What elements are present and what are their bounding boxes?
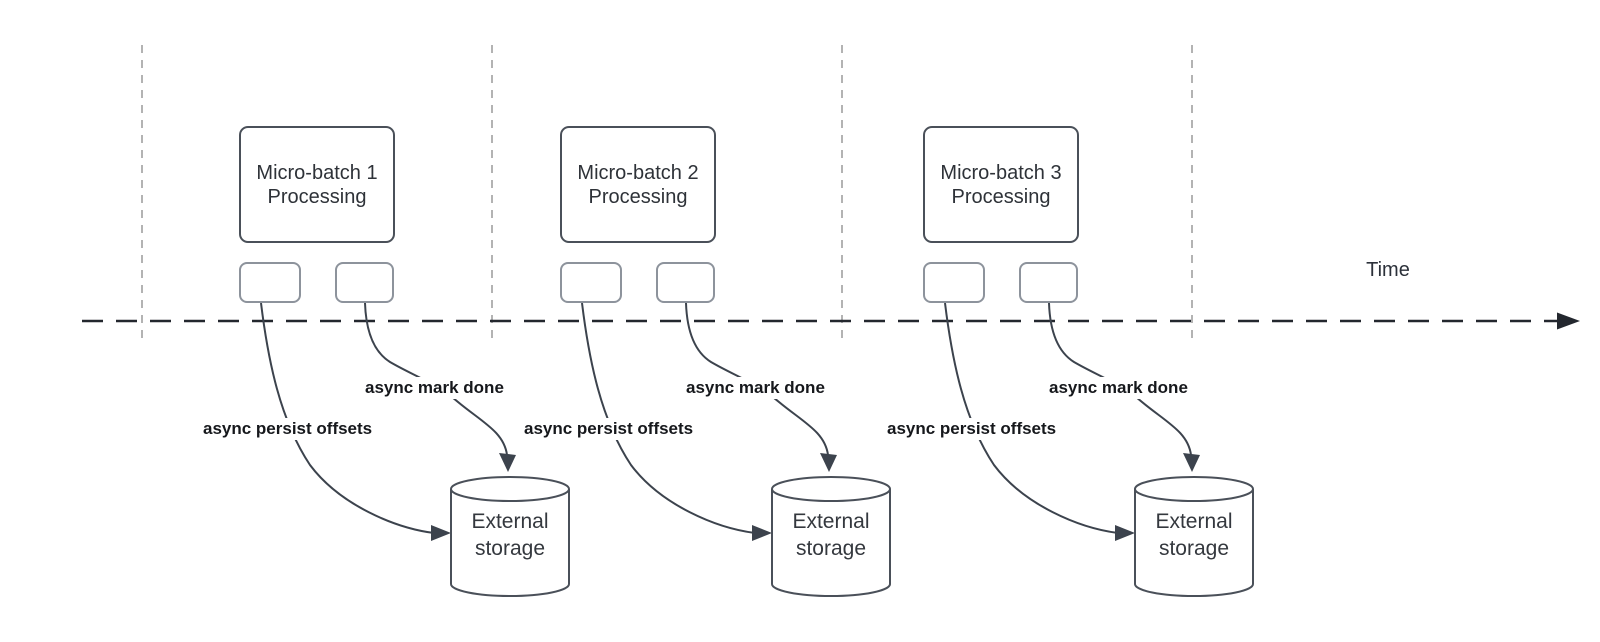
mark-done-arrowhead	[1183, 453, 1200, 472]
storage-cylinder-top	[771, 476, 891, 502]
storage-cylinder-top	[1134, 476, 1254, 502]
external-storage-label: External storage	[471, 510, 549, 560]
persist-offsets-label: async persist offsets	[200, 418, 376, 440]
batch1-flow-graphics	[260, 302, 570, 597]
mark-done-label: async mark done	[1046, 377, 1191, 399]
storage-cylinder-body	[771, 489, 891, 597]
micro-batch-2-processing-label: Micro-batch 2 Processing	[577, 161, 699, 208]
micro-batch-1-processing-box: Micro-batch 1 Processing	[239, 126, 395, 243]
external-storage-label: External storage	[1155, 510, 1233, 560]
storage-cylinder-body	[1134, 489, 1254, 597]
mark-done-arrowhead	[820, 453, 837, 472]
micro-batch-2-processing-box: Micro-batch 2 Processing	[560, 126, 716, 243]
persist-offsets-arrowhead	[1115, 525, 1135, 541]
micro-batch-3-processing-box: Micro-batch 3 Processing	[923, 126, 1079, 243]
mark-done-label: async mark done	[683, 377, 828, 399]
timeline-dividers	[141, 45, 1193, 340]
micro-batch-3-processing-label: Micro-batch 3 Processing	[940, 161, 1062, 208]
persist-offsets-arrowhead	[431, 525, 451, 541]
persist-offsets-task-box	[239, 262, 301, 303]
persist-offsets-task-box	[560, 262, 622, 303]
persist-offsets-label: async persist offsets	[884, 418, 1060, 440]
persist-offsets-task-box	[923, 262, 985, 303]
persist-offsets-curve	[944, 302, 1119, 534]
persist-offsets-curve	[260, 302, 435, 534]
persist-offsets-curve	[581, 302, 756, 534]
mark-done-task-box	[335, 262, 394, 303]
storage-cylinder-top	[450, 476, 570, 502]
mark-done-task-box	[1019, 262, 1078, 303]
storage-cylinder-body	[450, 489, 570, 597]
micro-batch-1-processing-label: Micro-batch 1 Processing	[256, 161, 378, 208]
time-axis-label: Time	[1366, 259, 1410, 281]
persist-offsets-label: async persist offsets	[521, 418, 697, 440]
external-storage-label: External storage	[792, 510, 870, 560]
mark-done-arrowhead	[499, 453, 516, 472]
mark-done-task-box	[656, 262, 715, 303]
persist-offsets-arrowhead	[752, 525, 772, 541]
time-axis-arrowhead	[1557, 312, 1580, 330]
mark-done-label: async mark done	[362, 377, 507, 399]
